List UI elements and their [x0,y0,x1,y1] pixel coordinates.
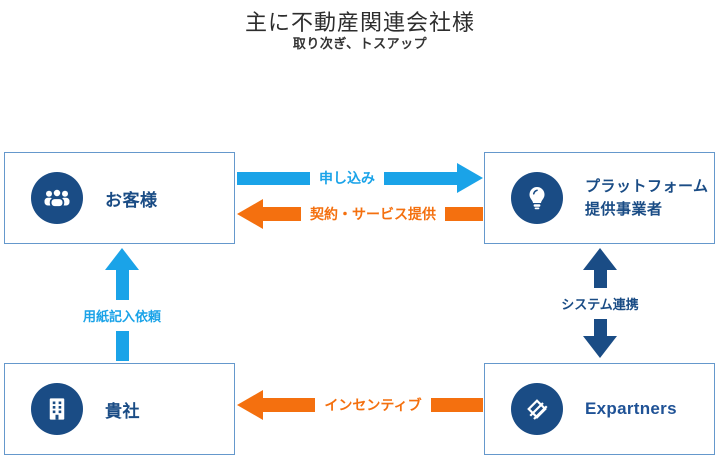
arrow-head-left [237,390,263,420]
people-icon [31,172,83,224]
node-customer-label: お客様 [105,190,158,210]
diagram-title: 主に不動産関連会社様 [244,10,475,35]
arrow-shaft [445,207,483,221]
node-company-label: 貴社 [105,401,140,421]
arrow-shaft [593,318,607,336]
arrow-shaft [115,331,129,361]
arrow-form-request-label: 用紙記入依頼 [82,309,161,324]
arrow-head-right [457,163,483,193]
lightbulb-icon [511,172,563,224]
arrow-shaft [593,270,607,288]
arrow-shaft [263,398,316,412]
arrow-application-label: 申し込み [319,170,375,186]
arrow-head-up [583,248,617,270]
arrow-contract-label: 契約・サービス提供 [310,206,436,222]
arrow-head-left [237,199,263,229]
arrow-application: 申し込み [237,163,483,193]
arrow-shaft [384,171,457,185]
arrow-head-down [583,336,617,358]
node-expartners: Expartners [484,363,715,455]
arrow-shaft [430,398,484,412]
node-platform-label-line1: プラットフォーム [585,177,709,195]
node-platform-label: プラットフォーム 提供事業者 [585,175,709,222]
arrow-head-up [105,248,139,270]
expartners-logo-icon [511,383,563,435]
node-platform-label-line2: 提供事業者 [585,201,663,218]
arrow-form-request: 用紙記入依頼 [60,248,184,361]
building-icon [31,383,83,435]
arrow-incentive: インセンティブ [237,390,484,420]
diagram-subtitle: 取り次ぎ、トスアップ [292,36,428,51]
node-company: 貴社 [4,363,235,455]
node-platform: プラットフォーム 提供事業者 [484,152,715,244]
arrow-incentive-label: インセンティブ [324,397,422,413]
node-expartners-label: Expartners [585,399,677,418]
arrow-shaft [115,270,129,300]
arrow-system-link: システム連携 [538,248,662,358]
arrow-shaft [263,207,301,221]
arrow-shaft [237,171,310,185]
arrow-contract: 契約・サービス提供 [237,199,483,229]
node-customer: お客様 [4,152,235,244]
arrow-system-link-label: システム連携 [561,296,639,312]
